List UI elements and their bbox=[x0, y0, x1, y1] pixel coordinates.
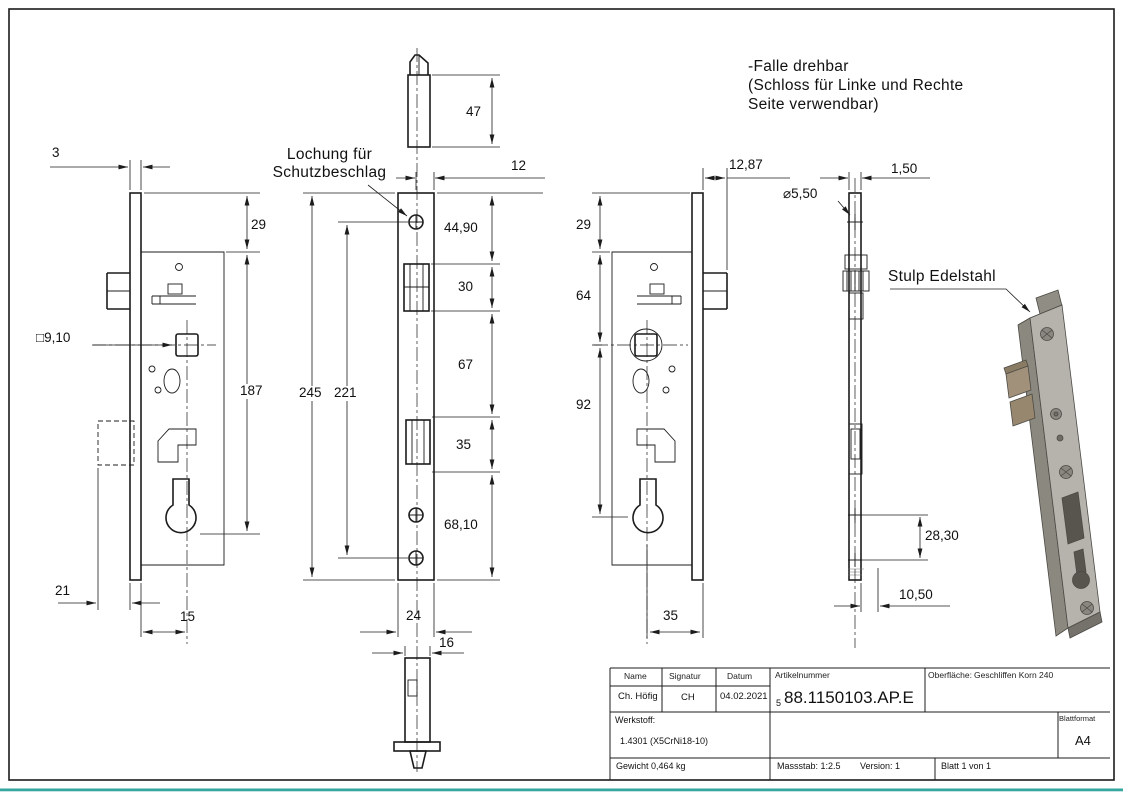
view3-side-view bbox=[594, 192, 728, 644]
label-lochung-line2: Schutzbeschlag bbox=[272, 164, 387, 181]
dim-v3-seg2: 92 bbox=[576, 397, 592, 412]
tb-artikelnummer-label: Artikelnummer bbox=[775, 670, 830, 680]
view3-dimensions bbox=[592, 168, 790, 638]
label-stulp-edelstahl: Stulp Edelstahl bbox=[888, 268, 996, 285]
tb-name-label: Name bbox=[624, 671, 647, 681]
tb-werkstoff-value: 1.4301 (X5CrNi18-10) bbox=[620, 736, 709, 746]
dim-v1-plate-offset: 3 bbox=[52, 145, 60, 160]
tb-massstab: Massstab: 1:2.5 bbox=[777, 761, 841, 771]
dim-v3-latch-protrusion: 12,87 bbox=[729, 157, 763, 172]
tb-artikel-prefix: 5 bbox=[776, 698, 782, 708]
bottom-teal-bar bbox=[0, 788, 1123, 792]
dim-v1-top: 29 bbox=[251, 217, 267, 232]
tb-oberflaeche-value: Geschliffen Korn 240 bbox=[974, 670, 1054, 680]
dim-v1-square: □9,10 bbox=[36, 330, 71, 345]
isometric-view bbox=[1003, 289, 1103, 639]
dim-v4-thickness: 1,50 bbox=[891, 161, 918, 176]
tb-name-value: Ch. Höfig bbox=[618, 691, 658, 702]
tb-blatt: Blatt 1 von 1 bbox=[941, 761, 992, 771]
view1-side-view bbox=[92, 192, 225, 644]
dim-v2-seg3: 67 bbox=[458, 357, 474, 372]
dim-v3-top: 29 bbox=[576, 217, 592, 232]
tb-signatur-value: CH bbox=[681, 692, 695, 703]
tb-signatur-label: Signatur bbox=[669, 671, 701, 681]
tb-datum-label: Datum bbox=[727, 671, 753, 681]
dim-v3-seg1: 64 bbox=[576, 288, 592, 303]
dim-v2-latch-width: 16 bbox=[439, 635, 455, 650]
tb-datum-value: 04.02.2021 bbox=[720, 691, 768, 702]
label-lochung-line1: Lochung für bbox=[286, 146, 373, 163]
note-falle-line1: -Falle drehbar bbox=[748, 58, 849, 75]
dim-v3-backset: 35 bbox=[663, 608, 679, 623]
sheet-frame bbox=[0, 8, 1123, 792]
dim-v1-backset: 15 bbox=[180, 609, 196, 624]
dim-v2-screw-distance: 221 bbox=[332, 385, 359, 401]
dim-v4-hole: ⌀5,50 bbox=[783, 186, 818, 201]
dim-v1-height: 187 bbox=[238, 383, 265, 399]
tb-version: Version: 1 bbox=[860, 761, 901, 771]
view2-faceplate-front bbox=[393, 48, 441, 772]
dim-v2-total: 245 bbox=[297, 385, 324, 401]
tb-gewicht: Gewicht 0,464 kg bbox=[616, 761, 686, 771]
tb-werkstoff-label: Werkstoff: bbox=[615, 715, 656, 725]
view4-dimensions bbox=[820, 172, 950, 612]
stulp-leader-line bbox=[890, 288, 1031, 313]
dim-v2-seg4: 35 bbox=[456, 437, 472, 452]
titleblock-grid bbox=[609, 667, 1110, 780]
dim-v2-edge: 12 bbox=[511, 158, 527, 173]
dim-v2-seg2: 30 bbox=[458, 279, 474, 294]
view4-edge-view bbox=[842, 178, 870, 648]
dim-v2-seg1: 44,90 bbox=[444, 220, 478, 235]
tb-blattformat-value: A4 bbox=[1075, 733, 1091, 748]
tb-oberflaeche-label: Oberfläche: bbox=[928, 670, 972, 680]
tb-blattformat-label: Blattformat bbox=[1059, 714, 1096, 723]
dim-v2-seg5: 68,10 bbox=[444, 517, 478, 532]
dim-v1-bolt-throw: 21 bbox=[55, 583, 71, 598]
tb-artikel-value: 88.1150103.AP.E bbox=[784, 688, 914, 707]
dim-v2-width: 24 bbox=[406, 608, 422, 623]
dim-v4-bottom-offset: 10,50 bbox=[899, 587, 933, 602]
note-falle-line3: Seite verwendbar) bbox=[748, 96, 879, 113]
dim-v4-screw-offset: 28,30 bbox=[925, 528, 959, 543]
dim-v2-latch-length: 47 bbox=[466, 104, 482, 119]
note-falle-line2: (Schloss für Linke und Rechte bbox=[748, 77, 964, 94]
